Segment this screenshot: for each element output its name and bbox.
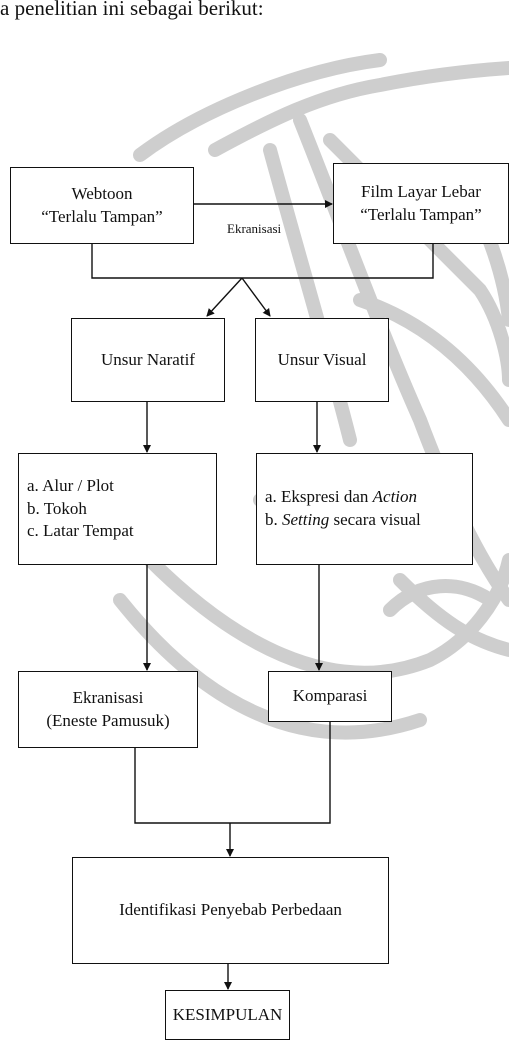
node-film: Film Layar Lebar “Terlalu Tampan” [333,163,509,244]
node-unsur-visual-label: Unsur Visual [277,349,367,369]
node-identifikasi: Identifikasi Penyebab Perbedaan [72,857,389,964]
naratif-item-latar: c. Latar Tempat [27,521,134,541]
intro-text: a penelitian ini sebagai berikut: [0,0,264,20]
edge-label-ekranisasi: Ekranisasi [226,221,283,237]
node-ekranisasi-title: Ekranisasi [72,687,144,707]
node-unsur-naratif-label: Unsur Naratif [101,349,195,369]
node-naratif-list: a. Alur / Plot b. Tokoh c. Latar Tempat [18,453,217,565]
visual-item-setting-em: Setting [282,510,330,529]
node-ekranisasi-author: (Eneste Pamusuk) [46,710,170,730]
edge-to-unsur-naratif [206,277,243,317]
node-ekranisasi: Ekranisasi (Eneste Pamusuk) [18,671,198,748]
visual-item-setting: b. Setting secara visual [265,509,421,532]
node-webtoon-title: Webtoon [71,183,133,203]
visual-item-ekspresi-text: a. Ekspresi dan [265,487,373,507]
edge-top-bracket [91,244,434,279]
node-film-title: Film Layar Lebar [361,181,481,201]
node-identifikasi-label: Identifikasi Penyebab Perbedaan [119,900,342,920]
visual-item-setting-suffix: secara visual [329,510,421,529]
node-webtoon: Webtoon “Terlalu Tampan” [10,167,194,244]
node-komparasi: Komparasi [268,671,392,722]
node-unsur-visual: Unsur Visual [255,318,389,402]
node-unsur-naratif: Unsur Naratif [71,318,225,402]
visual-item-ekspresi: a. Ekspresi dan Action [265,486,421,509]
node-visual-list: a. Ekspresi dan Action b. Setting secara… [256,453,473,565]
visual-item-setting-prefix: b. [265,510,282,529]
edge-to-unsur-visual [241,277,271,317]
naratif-item-tokoh: b. Tokoh [27,498,87,518]
node-komparasi-label: Komparasi [292,686,368,706]
node-webtoon-subtitle: “Terlalu Tampan” [41,206,163,226]
node-kesimpulan: KESIMPULAN [165,990,290,1040]
node-film-subtitle: “Terlalu Tampan” [360,204,482,224]
edge-merge-bracket [134,722,331,824]
visual-item-ekspresi-action: Action [372,487,418,507]
naratif-item-alur: a. Alur / Plot [27,475,114,495]
node-kesimpulan-label: KESIMPULAN [172,1004,283,1024]
